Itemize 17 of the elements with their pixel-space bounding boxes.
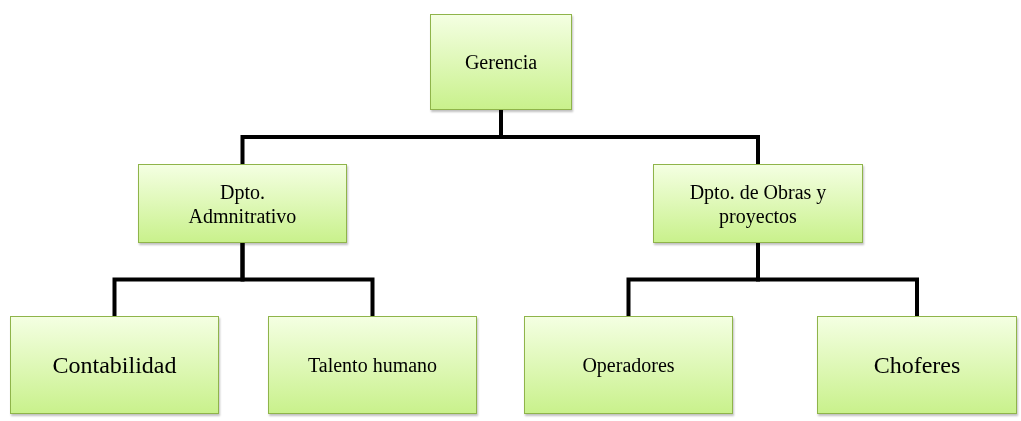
box-label: Dpto. de Obras y proyectos [688,179,828,228]
org-box [653,164,863,243]
box-label: Gerencia [463,50,539,74]
org-box [268,316,477,414]
org-box [138,164,347,243]
org-box [817,316,1017,414]
box-label: Choferes [872,350,962,380]
org-box [430,14,572,110]
box-label: Dpto. Admnitrativo [187,179,298,228]
connector-line [756,243,919,316]
connector-line [240,243,375,316]
org-box [10,316,219,414]
box-label: Operadores [581,353,676,377]
org-box [524,316,733,414]
box-label: Talento humano [306,353,439,377]
box-label: Contabilidad [51,350,178,380]
connector-line [499,110,760,164]
